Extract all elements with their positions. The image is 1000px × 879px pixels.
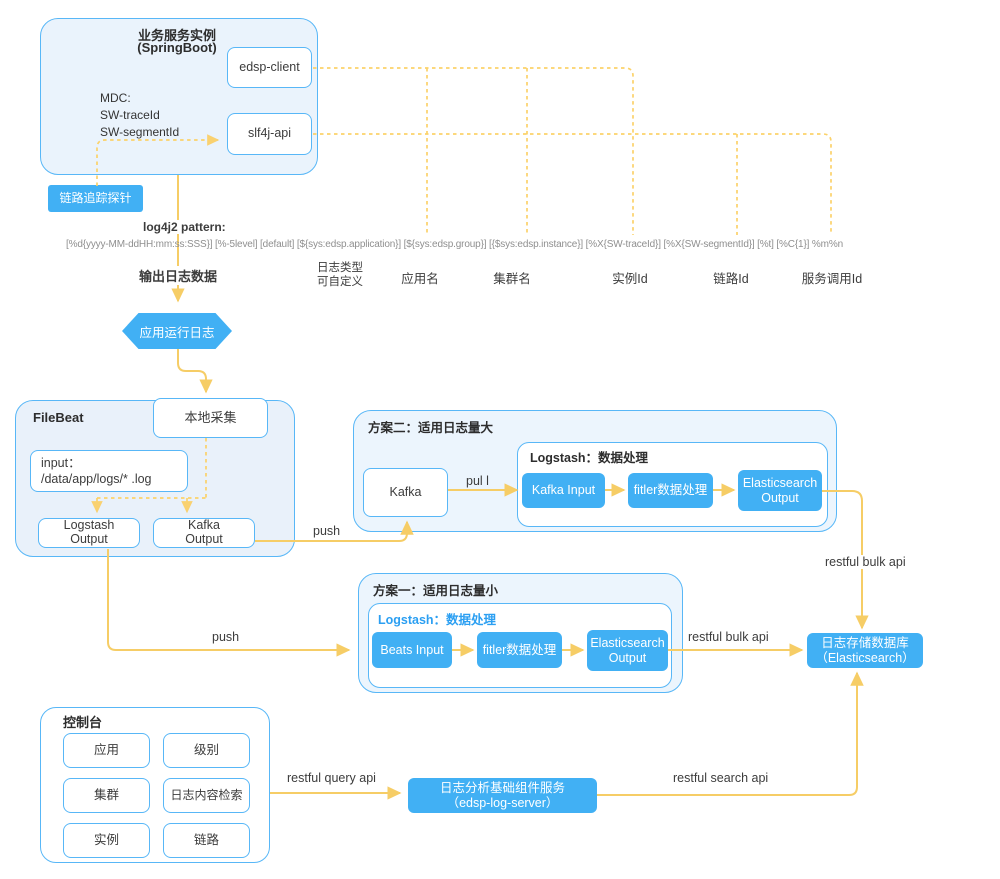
filebeat-title: FileBeat (33, 410, 84, 425)
console-btn-app: 应用 (63, 733, 150, 768)
output-log-label: 输出日志数据 (138, 266, 218, 285)
springboot-title: 业务服务实例 (137, 28, 216, 43)
plan1-logstash-title: Logstash：数据处理 (378, 613, 497, 627)
push-bottom-label: push (212, 630, 240, 644)
plan2-filter-node: fitler数据处理 (628, 473, 713, 508)
app-running-log-hexagon: 应用运行日志 (122, 313, 232, 349)
edsp-client-node: edsp-client (227, 47, 312, 88)
pull-label: pul l (466, 474, 489, 488)
dash-edspclient-line (313, 67, 634, 235)
es-store-node: 日志存储数据库（Elasticsearch） (807, 633, 923, 668)
console-btn-trace: 链路 (163, 823, 250, 858)
plan1-title: 方案一：适用日志量小 (373, 584, 499, 598)
group-name-label: 集群名 (493, 272, 531, 286)
slf4j-api-node: slf4j-api (227, 113, 312, 155)
springboot-subtitle: (SpringBoot) (137, 40, 217, 55)
log-type-label: 日志类型可自定义 (317, 262, 363, 289)
query-api-label: restful query api (287, 771, 376, 785)
plan2-logstash-title: Logstash：数据处理 (530, 451, 649, 465)
console-btn-level: 级别 (163, 733, 250, 768)
log-server-node: 日志分析基础组件服务（edsp-log-server） (408, 778, 597, 813)
dash-slf4j-line (313, 133, 832, 235)
console-btn-group: 集群 (63, 778, 150, 813)
bulk-api-top-label: restful bulk api (825, 555, 906, 569)
log4j2-pattern-title: log4j2 pattern: (143, 220, 226, 234)
trace-probe-badge: 链路追踪探针 (48, 185, 143, 212)
service-call-id-label: 服务调用Id (801, 272, 863, 286)
local-collect-node: 本地采集 (153, 398, 268, 438)
console-btn-instance: 实例 (63, 823, 150, 858)
console-title: 控制台 (63, 715, 103, 730)
plan2-title: 方案二：适用日志量大 (368, 421, 494, 435)
push-top-label: push (313, 524, 341, 538)
bulk-api-mid-label: restful bulk api (688, 630, 769, 644)
plan1-filter-node: fitler数据处理 (477, 632, 562, 668)
instance-id-label: 实例Id (612, 272, 648, 286)
plan2-kafka-input-node: Kafka Input (522, 473, 605, 508)
plan1-beats-input-node: Beats Input (372, 632, 452, 668)
console-btn-content-search: 日志内容检索 (163, 778, 250, 813)
input-path-node: input：/data/app/logs/* .log (30, 450, 188, 492)
search-api-label: restful search api (673, 771, 769, 785)
plan2-kafka-node: Kafka (363, 468, 448, 517)
app-name-label: 应用名 (401, 272, 439, 286)
arrow-hexagon-to-localcollect (177, 349, 213, 394)
trace-id-label: 链路Id (713, 272, 749, 286)
log4j2-pattern-text: [%d{yyyy-MM-ddHH:mm:ss:SSS}] [%-5level] … (66, 239, 843, 250)
